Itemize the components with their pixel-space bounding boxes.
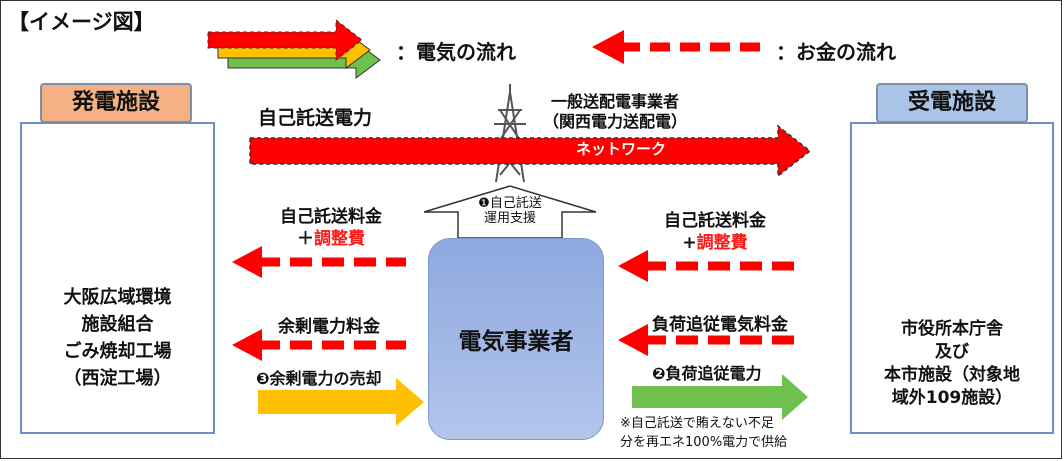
load-power-label: ❷負荷追従電力 <box>652 364 762 383</box>
support-line2: 運用支援 <box>483 211 536 226</box>
generation-name-line: 施設組合 <box>81 314 154 335</box>
surplus-fee-label: 余剰電力料金 <box>278 317 380 337</box>
generation-name-line: （西淀工場） <box>63 368 172 389</box>
generation-name-line: 大阪広域環境 <box>63 287 172 308</box>
grid-operator-line2: （関西電力送配電） <box>542 112 687 131</box>
retailer-box <box>428 238 604 440</box>
grid-operator-label: 一般送配電事業者 （関西電力送配電） <box>520 92 710 132</box>
left-fee-plus: ＋ <box>297 229 314 249</box>
generation-facility-label: 発電施設 <box>40 83 192 123</box>
shortfall-note-line2: 分を再エネ100%電力で供給 <box>620 435 788 450</box>
right-fee-label: 自己託送料金 +調整費 <box>640 210 790 254</box>
receiving-facility-name: 市役所本庁舎 及び 本市施設（対象地 域外109施設） <box>852 318 1052 410</box>
self-consignment-power-label: 自己託送電力 <box>258 107 373 129</box>
right-adjustment-fee: 調整費 <box>696 233 748 253</box>
city-hall-sign: 市役所 <box>934 155 976 171</box>
receiving-name-line: 本市施設（対象地 <box>884 365 1020 385</box>
receiving-name-line: 市役所本庁舎 <box>901 319 1003 339</box>
legend-money-arrow <box>592 30 770 64</box>
diagram-title: 【イメージ図】 <box>8 10 155 34</box>
retailer-label: 電気事業者 <box>458 329 574 355</box>
surplus-sale-arrow <box>258 378 424 426</box>
generation-name-line: ごみ焼却工場 <box>63 341 172 362</box>
load-fee-arrow <box>618 324 796 356</box>
shortfall-note-line1: ※自己託送で賄えない不足 <box>620 416 774 431</box>
legend-electricity-arrow <box>207 18 381 79</box>
receiving-facility-label: 受電施設 <box>876 83 1028 123</box>
generation-facility-panel <box>20 122 215 434</box>
self-consignment-power-arrow <box>249 124 812 178</box>
support-up-arrow <box>423 185 597 239</box>
surplus-sale-label: ❸余剰電力の売却 <box>256 369 382 388</box>
load-fee-label: 負荷追従電気料金 <box>652 315 788 335</box>
right-fee-arrow <box>618 250 796 282</box>
network-label: ネットワーク <box>576 140 667 158</box>
left-adjustment-fee: 調整費 <box>314 229 365 249</box>
surplus-fee-arrow <box>232 329 406 361</box>
right-fee-line2: +調整費 <box>640 232 790 254</box>
support-line1: ❶自己託送 <box>478 196 542 211</box>
legend-electricity-label: ：電気の流れ <box>396 40 516 64</box>
right-fee-line1: 自己託送料金 <box>664 211 766 231</box>
left-fee-line2: ＋調整費 <box>256 228 406 250</box>
left-fee-arrow <box>232 246 406 278</box>
left-fee-line1: 自己託送料金 <box>280 207 382 227</box>
right-fee-plus: + <box>682 233 697 253</box>
receiving-facility-panel <box>850 122 1054 434</box>
receiving-name-line: 域外109施設） <box>891 388 1013 408</box>
legend-money-label: ：お金の流れ <box>776 40 896 64</box>
load-power-arrow <box>632 374 808 420</box>
generation-facility-name: 大阪広域環境 施設組合 ごみ焼却工場 （西淀工場） <box>22 284 213 392</box>
receiving-name-line: 及び <box>935 342 969 362</box>
shortfall-note: ※自己託送で賄えない不足 分を再エネ100%電力で供給 <box>620 414 787 452</box>
left-fee-label: 自己託送料金 ＋調整費 <box>256 206 406 250</box>
grid-operator-line1: 一般送配電事業者 <box>550 92 679 111</box>
support-label: ❶自己託送 運用支援 <box>458 196 562 226</box>
